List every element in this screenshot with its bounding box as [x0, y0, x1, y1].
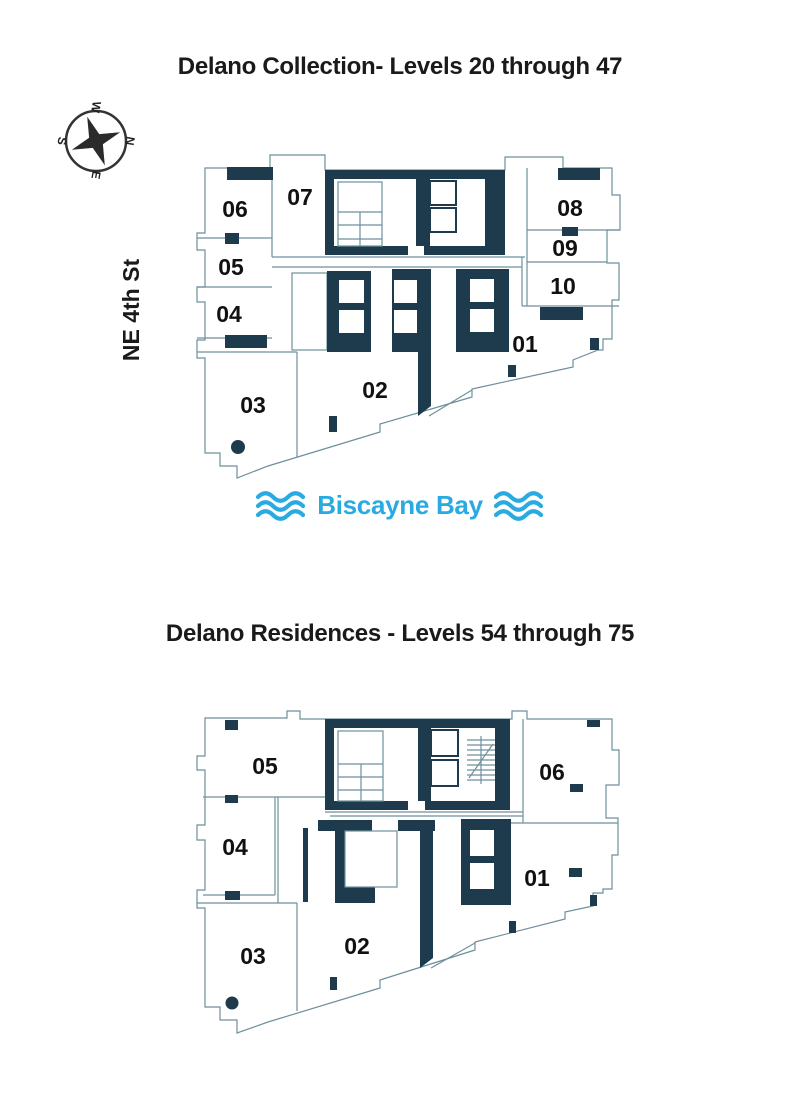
- bay-label: Biscayne Bay: [317, 490, 483, 520]
- unit-label: 05: [252, 753, 278, 779]
- wave-icon: [493, 490, 543, 521]
- unit-label: 06: [539, 759, 565, 785]
- unit-label: 03: [240, 943, 266, 969]
- plan2-title: Delano Residences - Levels 54 through 75: [165, 620, 635, 647]
- unit-label: 02: [344, 933, 370, 959]
- floorplan-collection: 06 07 05 04 08 09 10 01 02 03: [196, 154, 621, 479]
- unit-label: 07: [287, 184, 313, 210]
- street-label: NE 4th St: [118, 258, 144, 362]
- unit-label: 02: [362, 377, 388, 403]
- unit-label: 10: [550, 273, 576, 299]
- unit-label: 05: [218, 254, 244, 280]
- compass-letter-s: S: [54, 136, 69, 146]
- floorplan-residences: 05 04 03 02 01 06: [196, 710, 620, 1034]
- compass-letter-n: N: [122, 136, 137, 147]
- unit-label: 01: [524, 865, 550, 891]
- unit-label: 08: [557, 195, 583, 221]
- compass-rose-icon: W N E S: [54, 100, 137, 180]
- compass-letter-w: W: [88, 100, 104, 114]
- unit-label: 01: [512, 331, 538, 357]
- unit-label: 04: [216, 301, 242, 327]
- plan1-title: Delano Collection- Levels 20 through 47: [177, 53, 623, 80]
- unit-label: 09: [552, 235, 578, 261]
- unit-label: 04: [222, 834, 248, 860]
- unit-label: 06: [222, 196, 248, 222]
- unit-label: 03: [240, 392, 266, 418]
- bay-label-row: Biscayne Bay: [0, 490, 800, 521]
- wave-icon: [256, 490, 306, 521]
- compass-letter-e: E: [88, 170, 103, 180]
